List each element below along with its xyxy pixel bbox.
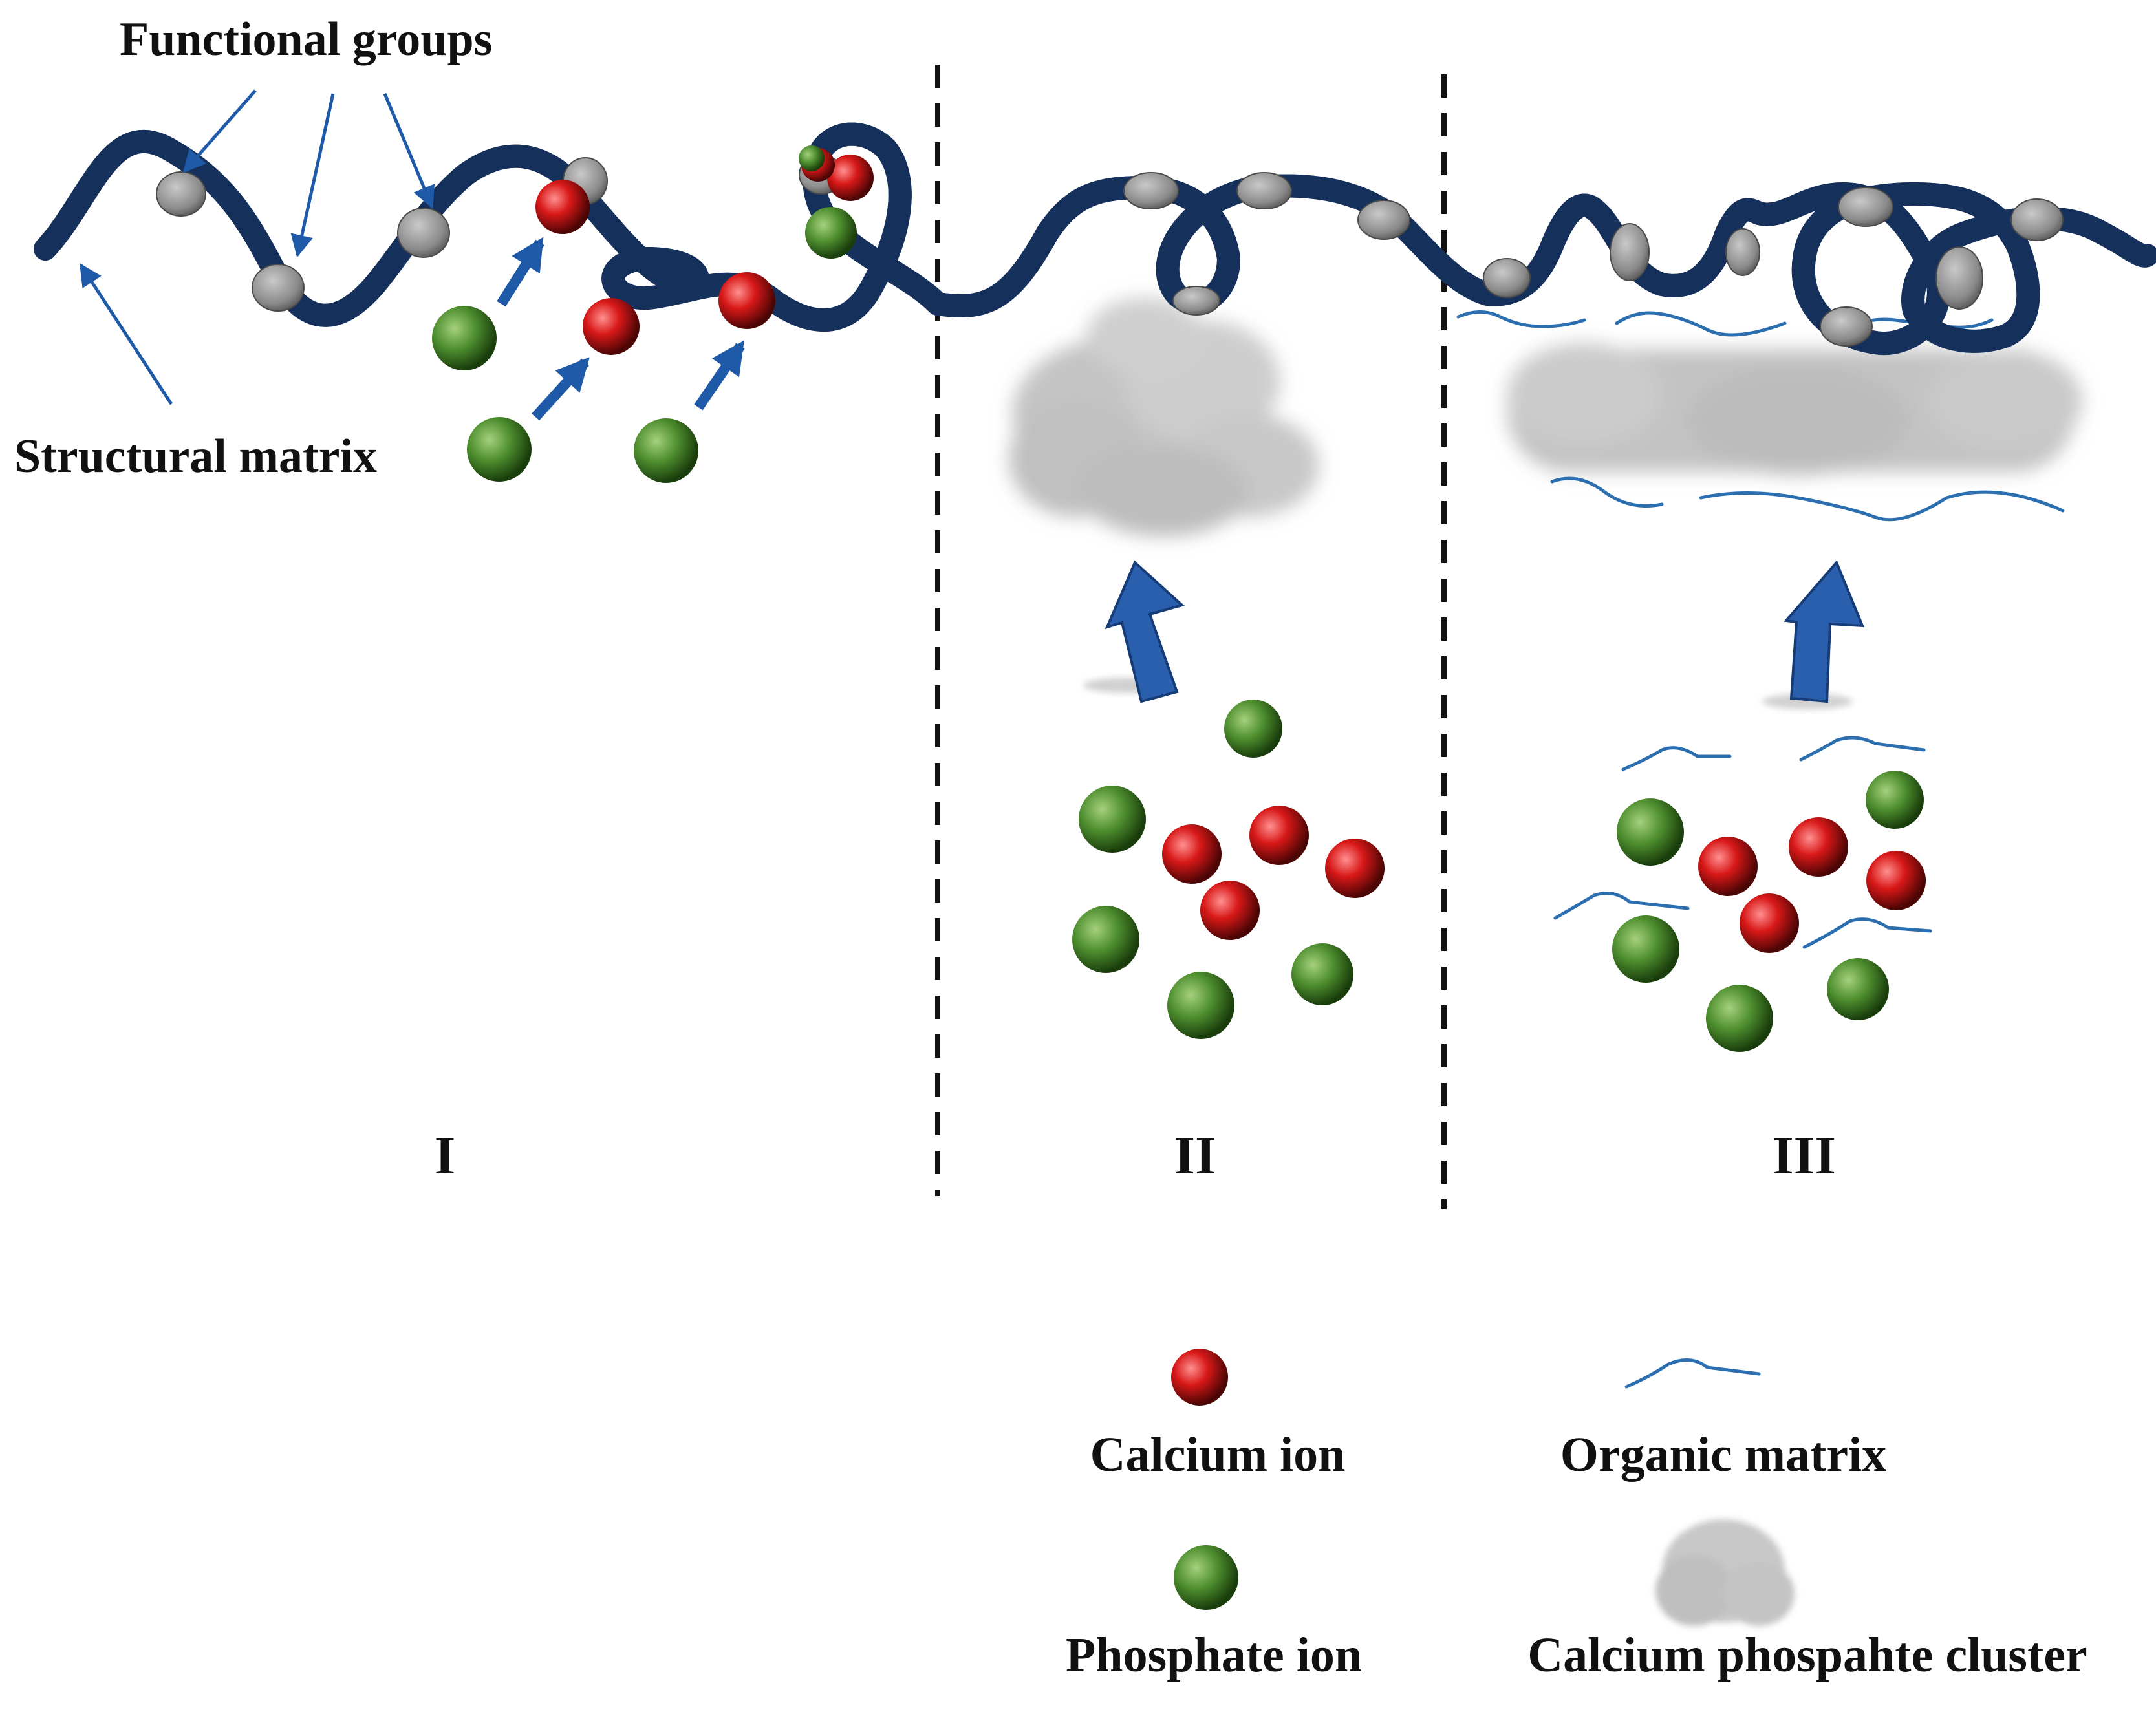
functional-group <box>1123 172 1179 209</box>
phosphate-ion <box>799 145 825 171</box>
functional-group <box>156 171 206 217</box>
calcium-ion <box>1249 806 1309 865</box>
growth-arrow-stage-2 <box>1105 560 1185 703</box>
functional-group <box>1483 258 1531 298</box>
phosphate-ion <box>1079 786 1146 853</box>
annotation-arrows <box>79 89 435 405</box>
functional-group <box>1935 246 1983 310</box>
legend-calcium-label: Calcium ion <box>1090 1428 1346 1482</box>
calcium-ion <box>1325 839 1385 898</box>
attach-arrow <box>532 357 590 421</box>
phosphate-ion <box>1612 915 1679 983</box>
phosphate-ion <box>467 417 532 482</box>
legend-organic-matrix-label: Organic matrix <box>1560 1428 1886 1482</box>
structural-matrix-label: Structural matrix <box>14 430 377 483</box>
attach-arrow <box>497 237 544 307</box>
stage-label-3: III <box>1773 1126 1836 1186</box>
calcium-ion <box>1698 837 1758 896</box>
stage-2-ions <box>1072 560 1385 1039</box>
functional-group <box>397 208 450 258</box>
legend-organic-matrix-icon <box>1624 1358 1761 1389</box>
functional-group <box>1610 223 1650 281</box>
functional-group <box>1236 172 1292 209</box>
calcium-ion <box>827 155 874 201</box>
organic-matrix-strand <box>1802 917 1932 949</box>
phosphate-ion <box>805 207 857 259</box>
legend-cluster-label: Calcium phospahte cluster <box>1527 1628 2087 1682</box>
functional-groups-label: Functional groups <box>120 13 492 66</box>
stage-label-2: II <box>1174 1126 1216 1186</box>
functional-group <box>1172 286 1220 316</box>
attach-arrow <box>694 340 745 411</box>
phosphate-ion <box>1827 958 1889 1020</box>
legend-phosphate-label: Phosphate ion <box>1066 1628 1362 1682</box>
organic-matrix-strand <box>1553 892 1690 920</box>
legend-cluster-icon <box>1655 1519 1795 1626</box>
phosphate-ion <box>1617 798 1684 866</box>
phosphate-ion <box>1866 771 1924 829</box>
functional-group <box>2010 198 2064 241</box>
calcium-ion <box>718 272 775 329</box>
functional-group <box>1725 228 1760 276</box>
phosphate-ion <box>634 418 698 483</box>
phosphate-ion <box>432 306 497 370</box>
phosphate-ion <box>1072 906 1139 973</box>
legend <box>1171 1349 1795 1626</box>
legend-phosphate-icon <box>1174 1545 1238 1610</box>
phosphate-ion <box>1706 985 1773 1052</box>
calcium-ion <box>1789 817 1848 877</box>
stage-3-ions <box>1553 560 1932 1052</box>
organic-matrix-strand <box>1799 736 1926 762</box>
calcium-ion <box>583 298 640 355</box>
cluster-stage-2 <box>1009 297 1319 537</box>
calcium-ion <box>1866 851 1926 910</box>
functional-group <box>252 264 305 312</box>
functional-group <box>1820 306 1873 347</box>
calcium-ion <box>535 180 590 234</box>
growth-arrow-stage-3 <box>1784 560 1865 703</box>
arrow-shadow <box>1762 694 1853 709</box>
legend-calcium-icon <box>1171 1349 1228 1406</box>
organic-matrix-strand <box>1621 746 1732 771</box>
stage-1-ions <box>432 145 874 483</box>
calcium-ion <box>1740 893 1799 953</box>
phosphate-ion <box>1224 700 1282 758</box>
functional-group <box>1838 187 1893 227</box>
phosphate-ion <box>1291 943 1353 1005</box>
cluster-stage-3 <box>1507 343 2082 475</box>
calcium-ion <box>1200 881 1260 940</box>
phosphate-ion <box>1167 972 1234 1039</box>
functional-group <box>1357 200 1410 240</box>
stage-label-1: I <box>435 1126 456 1186</box>
calcium-ion <box>1162 824 1222 884</box>
